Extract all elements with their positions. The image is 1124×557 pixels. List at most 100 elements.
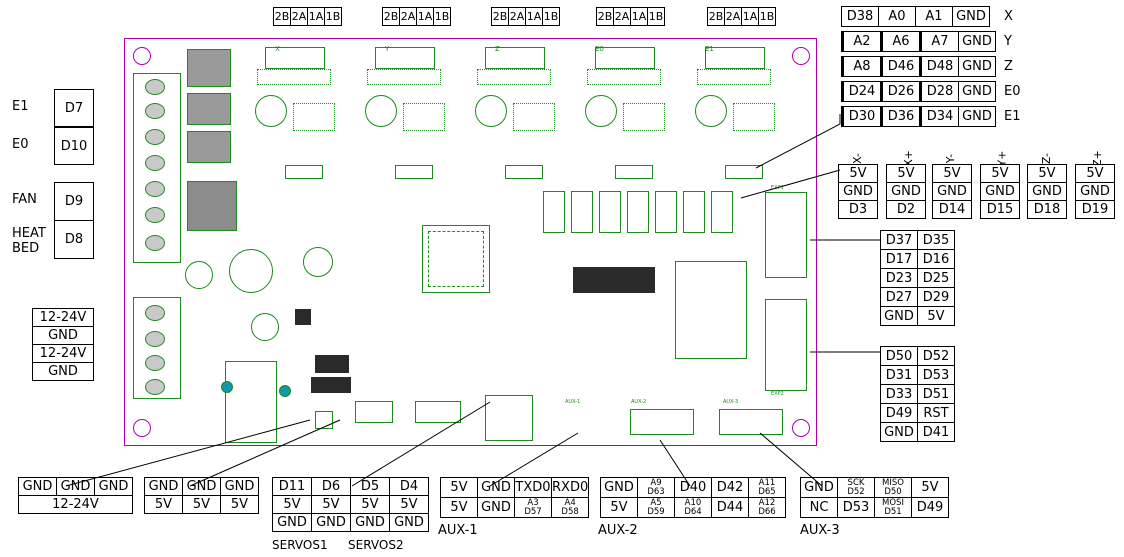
mosfet-2 xyxy=(187,93,231,125)
endstop-cell: GND xyxy=(1075,182,1115,201)
exp1-socket xyxy=(765,192,807,278)
exp1-table-cell: D37 xyxy=(880,230,918,250)
stepper-cell: 2A xyxy=(508,7,526,26)
board-label-z: Z xyxy=(495,45,500,53)
aux2-label: AUX-2 xyxy=(598,523,638,538)
stepper-cell: 1B xyxy=(758,7,776,26)
stepper-cell: 1A xyxy=(416,7,434,26)
endstop-label: Y- xyxy=(944,153,958,164)
aux1-table-cell: TXD0 xyxy=(514,477,552,498)
axis-cell: A6 xyxy=(880,31,921,52)
stepper-cell: 2B xyxy=(707,7,725,26)
stepper-cell: 1B xyxy=(433,7,451,26)
stepper-cell: 1A xyxy=(525,7,543,26)
servos1-label: SERVOS1 xyxy=(272,538,328,552)
axis-cell: D26 xyxy=(880,81,921,102)
axis-label: E0 xyxy=(1004,84,1021,99)
aux2-board-label: AUX-2 xyxy=(631,399,647,405)
endstop-cell: 5V xyxy=(932,164,972,183)
axis-cell: A1 xyxy=(915,6,953,27)
capacitor-2 xyxy=(185,261,213,289)
stepper-cell: 2B xyxy=(596,7,614,26)
aux2-table-cell: 5V xyxy=(600,497,638,518)
exp1-table-cell: 5V xyxy=(917,306,955,326)
aux2-table-cell: D40 xyxy=(674,477,712,498)
mosfet-3 xyxy=(187,131,231,163)
axis-cell: D36 xyxy=(880,106,921,127)
servo-table: D11 D6 D5 D4 5V 5V 5V 5V GND GND GND GND xyxy=(272,477,429,532)
board-label-e0: E0 xyxy=(595,45,604,53)
axis-cell: GND xyxy=(952,6,990,27)
mount-hole-top-left xyxy=(133,47,151,65)
endstop-cell: D14 xyxy=(932,200,972,219)
bottom-power-table: GND GND GND 12-24V xyxy=(18,477,133,514)
aux3-table-cell: NC xyxy=(800,497,838,518)
board-label-x: X xyxy=(275,45,280,53)
power-input-table: 12-24V GND 12-24V GND xyxy=(32,308,94,381)
endstop-label: X- xyxy=(850,153,864,164)
output-pin-0: D7 xyxy=(54,89,94,127)
exp2-table-cell: D31 xyxy=(880,365,918,385)
capacitor-3 xyxy=(303,247,333,277)
aux1-table-cell: GND xyxy=(477,497,515,518)
mount-hole-top-right xyxy=(792,47,810,65)
screw-terminal-block-bottom xyxy=(133,297,181,399)
servo-header xyxy=(415,401,461,423)
stepper-cell: 2B xyxy=(273,7,291,26)
endstop-cell: D2 xyxy=(886,200,926,219)
exp1-table-cell: D17 xyxy=(880,249,918,269)
aux3-table-cell: D49 xyxy=(911,497,949,518)
header-j17 xyxy=(355,401,393,423)
mcu-chip xyxy=(428,231,484,287)
stepper-cell: 1A xyxy=(307,7,325,26)
exp1-table-cell: D27 xyxy=(880,287,918,307)
ic-chip-2 xyxy=(311,377,351,393)
board-label-y: Y xyxy=(385,45,390,53)
capacitor-4 xyxy=(251,313,279,341)
stepper-cell: 2B xyxy=(382,7,400,26)
output-pin-2: D9 xyxy=(54,182,94,221)
aux1-table-cell: 5V xyxy=(440,477,478,498)
aux2-table-cell: D44 xyxy=(711,497,749,518)
servo-cell: 5V xyxy=(350,495,390,514)
axis-cell: D24 xyxy=(841,81,882,102)
aux1-table-cell: GND xyxy=(477,477,515,498)
stepper-cell: 2A xyxy=(724,7,742,26)
exp1-board-label: EXP1 xyxy=(771,185,784,191)
endstop-cell: GND xyxy=(838,182,878,201)
stepper-cell: 1A xyxy=(741,7,759,26)
servo-cell: 5V xyxy=(389,495,429,514)
exp1-table-cell: D16 xyxy=(917,249,955,269)
stepper-cell: 1B xyxy=(542,7,560,26)
aux1-table-cell: 5V xyxy=(440,497,478,518)
axis-cell: A8 xyxy=(841,56,882,77)
gnd5v-cell: 5V xyxy=(144,495,183,514)
endstop-cell: GND xyxy=(886,182,926,201)
axis-label: E1 xyxy=(1004,109,1021,124)
output-pin-cell: D7 xyxy=(54,89,94,127)
servo-cell: D6 xyxy=(311,477,351,496)
power-cell: GND xyxy=(32,326,94,345)
thermistor-block xyxy=(675,261,747,359)
axis-cell: D34 xyxy=(919,106,959,127)
mosfet-bed xyxy=(187,181,237,231)
axis-cell: A0 xyxy=(878,6,916,27)
bottom-power-cell: GND xyxy=(18,477,57,496)
output-pin-cell: D10 xyxy=(54,127,94,165)
endstop-cell: D3 xyxy=(838,200,878,219)
exp1-table-cell: D35 xyxy=(917,230,955,250)
output-name: E1 xyxy=(12,99,29,114)
